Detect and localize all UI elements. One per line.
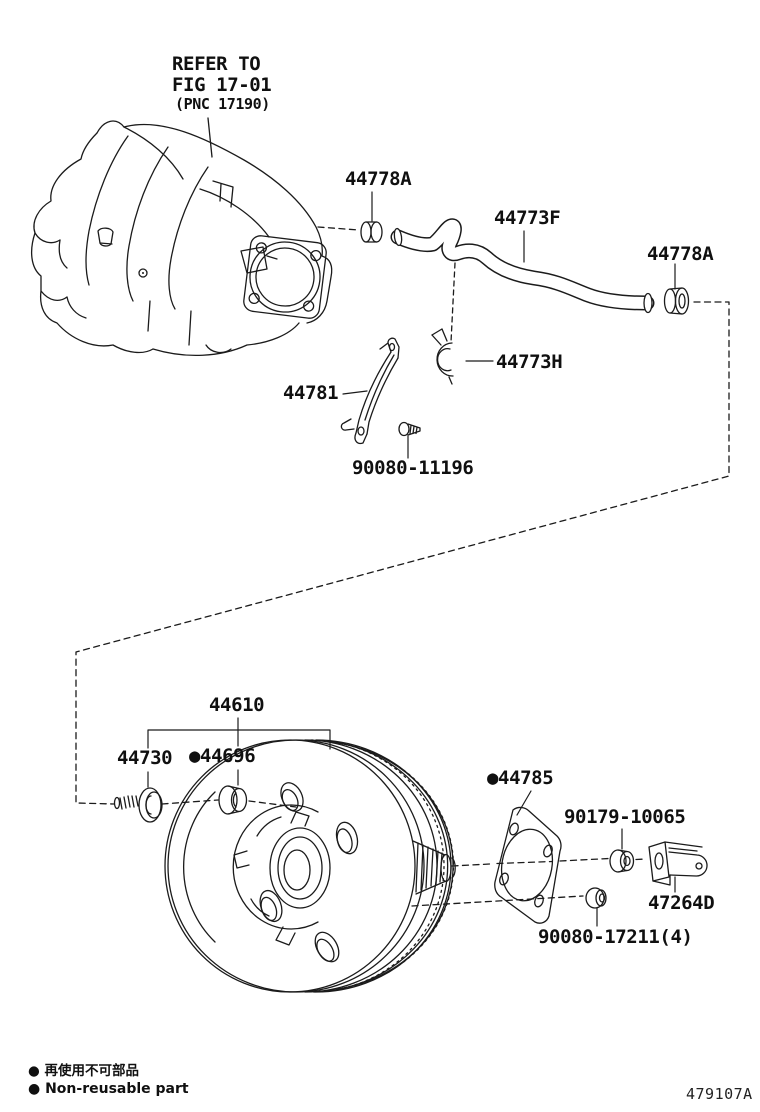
assembly-dashed-lines [75, 226, 730, 907]
part-label-47264d: 47264D [648, 892, 715, 914]
label-leader-lines [147, 191, 676, 927]
hose-clamp-44773h-drawing [431, 328, 454, 385]
part-label-44696: ●44696 [189, 745, 256, 767]
part-label-44785: ●44785 [487, 767, 554, 789]
vacuum-hose-44773f-drawing [390, 218, 655, 314]
bolt-44730-drawing [113, 787, 163, 823]
refer-note-line1: REFER TO [172, 53, 261, 75]
bolt-90080-11196-drawing [398, 421, 421, 437]
part-label-44773h: 44773H [496, 351, 563, 373]
throttle-body-flange [243, 235, 327, 319]
bracket-44781-drawing [340, 337, 400, 445]
intake-manifold-drawing [30, 120, 333, 357]
nut-90179-10065-drawing [609, 849, 635, 873]
part-label-44781: 44781 [283, 382, 339, 404]
brake-booster-44610-drawing [164, 739, 456, 993]
refer-note-line3: (PNC 17190) [175, 95, 270, 113]
booster-push-rod [412, 840, 456, 895]
part-label-44730: 44730 [117, 747, 173, 769]
part-label-44773f: 44773F [494, 207, 561, 229]
refer-note-line2: FIG 17-01 [172, 74, 272, 96]
part-label-44778a-top: 44778A [345, 168, 412, 190]
part-label-44778a-right: 44778A [647, 243, 714, 265]
part-label-90080-17211: 90080-17211(4) [538, 926, 693, 948]
gasket-44785-drawing [494, 806, 562, 924]
part-label-90080-11196: 90080-11196 [352, 457, 474, 479]
figure-code: 479107A [686, 1085, 753, 1103]
legend-non-reusable-jp: ● 再使用不可部品 [28, 1063, 139, 1079]
clevis-47264d-drawing [648, 841, 708, 886]
grommet-44696-drawing [218, 785, 248, 815]
grommet-44778a-left-drawing [360, 221, 383, 243]
nut-90080-17211-drawing [585, 887, 607, 909]
grommet-44778a-right-drawing [663, 287, 690, 315]
part-label-44610: 44610 [209, 694, 265, 716]
part-label-90179-10065: 90179-10065 [564, 806, 686, 828]
refer-note-leader-line [207, 117, 213, 158]
legend-non-reusable-en: ● Non-reusable part [28, 1081, 189, 1097]
